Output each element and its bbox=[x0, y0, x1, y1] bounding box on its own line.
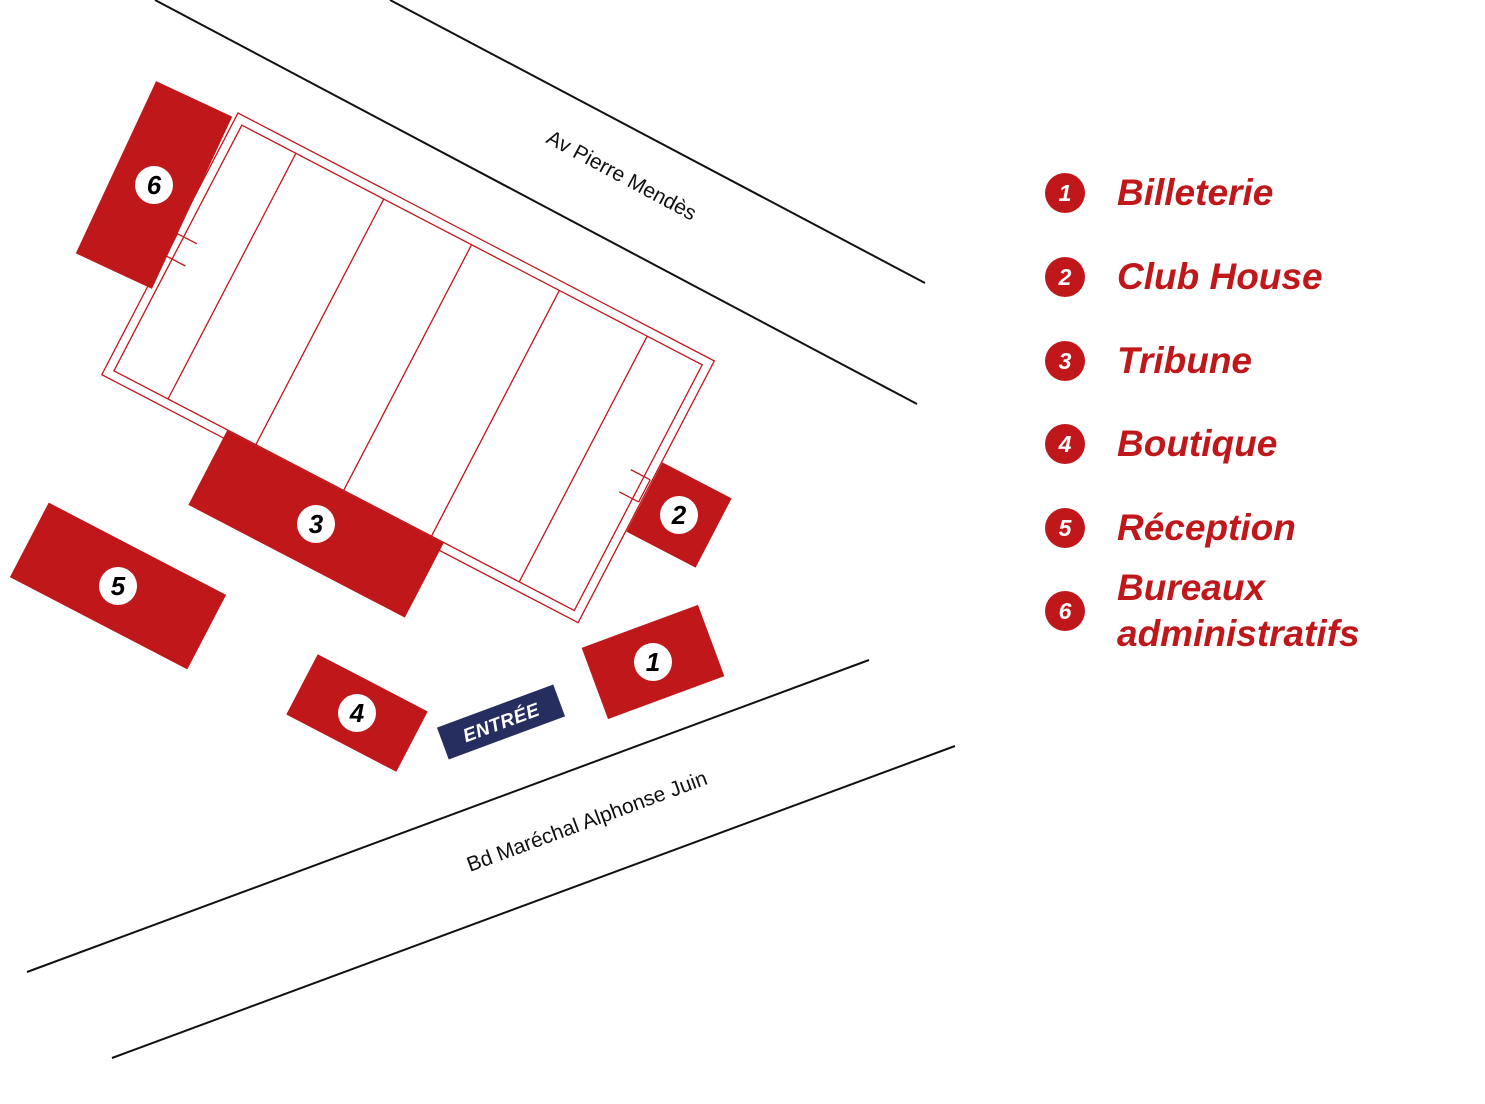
goal-posts-right-bar bbox=[638, 479, 651, 503]
building-3[interactable]: 3 bbox=[188, 430, 444, 618]
building-marker-5 bbox=[99, 567, 137, 605]
legend-item-5[interactable]: 5 Réception bbox=[1045, 505, 1437, 551]
field-line-2 bbox=[255, 198, 385, 446]
legend-number-3: 3 bbox=[1045, 341, 1085, 381]
legend-item-2[interactable]: 2 Club House bbox=[1045, 254, 1437, 300]
legend-number-4: 4 bbox=[1045, 424, 1085, 464]
building-number-1: 1 bbox=[646, 647, 660, 677]
legend-label-6: Bureaux administratifs bbox=[1117, 567, 1360, 654]
building-number-3: 3 bbox=[309, 509, 324, 539]
building-marker-1 bbox=[634, 643, 672, 681]
legend-number-1: 1 bbox=[1045, 173, 1085, 213]
building-marker-4 bbox=[338, 694, 376, 732]
building-4[interactable]: 4 bbox=[286, 654, 428, 772]
legend-label-5: Réception bbox=[1117, 507, 1296, 548]
building-marker-3 bbox=[297, 505, 335, 543]
building-2[interactable]: 2 bbox=[626, 462, 732, 568]
legend-item-3[interactable]: 3 Tribune bbox=[1045, 338, 1437, 384]
legend-number-2: 2 bbox=[1045, 257, 1085, 297]
legend-label-1: Billeterie bbox=[1117, 172, 1274, 213]
building-number-2: 2 bbox=[671, 500, 687, 530]
field-line-4 bbox=[430, 290, 560, 537]
building-marker-6 bbox=[135, 166, 173, 204]
building-6[interactable]: 6 bbox=[75, 81, 233, 289]
legend-item-6[interactable]: 6 Bureaux administratifs bbox=[1045, 565, 1437, 657]
legend-label-4: Boutique bbox=[1117, 423, 1278, 464]
field-line-5 bbox=[518, 335, 648, 583]
street-label-north: Av Pierre Mendès bbox=[543, 126, 701, 225]
goal-posts-left-b bbox=[165, 255, 186, 267]
road-south-line-b bbox=[111, 745, 956, 1059]
field-line-1 bbox=[167, 153, 297, 400]
goal-posts-right-a bbox=[630, 469, 651, 481]
building-5[interactable]: 5 bbox=[9, 502, 227, 670]
goal-posts-left-a bbox=[177, 233, 198, 245]
field-line-3 bbox=[343, 244, 473, 491]
legend-item-4[interactable]: 4 Boutique bbox=[1045, 421, 1437, 467]
building-number-6: 6 bbox=[147, 170, 162, 200]
legend-number-5: 5 bbox=[1045, 508, 1085, 548]
legend-label-2: Club House bbox=[1117, 256, 1323, 297]
legend-number-6: 6 bbox=[1045, 591, 1085, 631]
legend-item-1[interactable]: 1 Billeterie bbox=[1045, 170, 1437, 216]
building-number-5: 5 bbox=[111, 571, 126, 601]
road-north-line-b bbox=[389, 0, 926, 284]
road-north-line-a bbox=[154, 0, 918, 405]
legend-label-3: Tribune bbox=[1117, 340, 1252, 381]
building-marker-2 bbox=[660, 496, 698, 534]
entrance-marker[interactable]: ENTRÉE bbox=[436, 684, 566, 760]
roads-real bbox=[26, 0, 956, 1059]
goal-posts-right-b bbox=[618, 491, 639, 503]
street-label-south: Bd Maréchal Alphonse Juin bbox=[464, 767, 711, 877]
building-1[interactable]: 1 bbox=[581, 604, 725, 720]
road-south-line-a bbox=[26, 659, 870, 973]
building-number-4: 4 bbox=[349, 698, 365, 728]
